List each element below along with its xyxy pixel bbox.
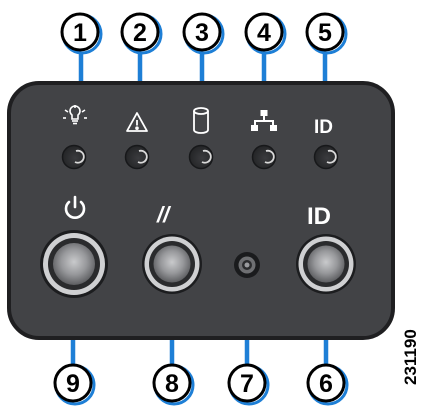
callout-9: 9 [53, 363, 96, 406]
callout-number-8: 8 [165, 370, 179, 398]
callout-7: 7 [227, 363, 270, 406]
callout-6: 6 [306, 363, 349, 406]
system-status-bulb-icon [63, 105, 87, 125]
fault-led [124, 144, 150, 170]
callout-number-7: 7 [240, 370, 254, 398]
callout-number-2: 2 [133, 19, 147, 47]
callout-2: 2 [120, 12, 163, 55]
callout-1: 1 [60, 12, 103, 55]
network-icon [251, 110, 277, 131]
unit-id-button[interactable] [296, 234, 356, 294]
callout-4: 4 [244, 12, 287, 55]
figure-id: 231190 [401, 329, 420, 385]
nmi-button[interactable] [234, 252, 260, 278]
warning-triangle-icon [126, 112, 148, 132]
power-icon [64, 195, 86, 219]
system-status-led [61, 144, 87, 170]
disk-cylinder-icon [193, 107, 209, 134]
callout-number-4: 4 [257, 19, 271, 47]
callout-8: 8 [152, 363, 195, 406]
button-id-label: ID [307, 203, 331, 230]
reset-symbol-label: // [156, 202, 172, 227]
callout-5: 5 [305, 12, 348, 55]
callout-3: 3 [182, 12, 225, 55]
callout-number-6: 6 [319, 370, 333, 398]
power-button[interactable] [40, 230, 108, 298]
led-id-label: ID [314, 117, 333, 138]
callout-number-3: 3 [195, 19, 209, 47]
callout-number-1: 1 [73, 19, 87, 47]
disk-activity-led [188, 144, 214, 170]
callout-number-9: 9 [66, 370, 80, 398]
callout-number-5: 5 [318, 19, 332, 47]
network-activity-led [251, 144, 277, 170]
led-row [61, 144, 339, 170]
locator-led [313, 144, 339, 170]
reset-button[interactable] [142, 234, 202, 294]
